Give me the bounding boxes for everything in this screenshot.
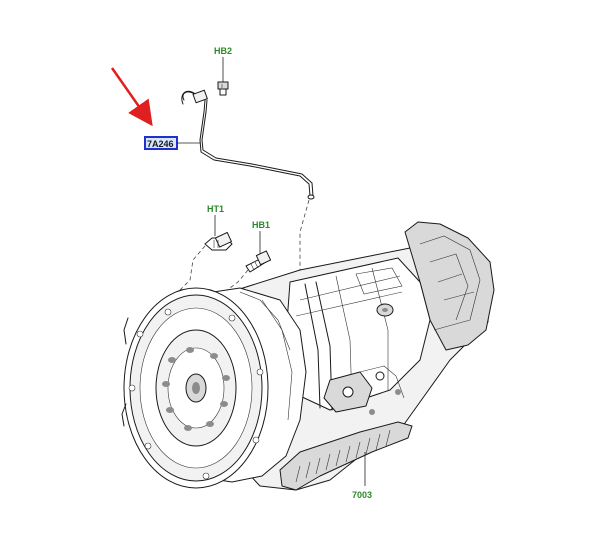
stud-ht1 bbox=[204, 232, 233, 251]
pointer-arrow bbox=[110, 67, 153, 127]
callout-7a246: 7A246 bbox=[147, 139, 174, 149]
vent-tube bbox=[181, 89, 315, 200]
callout-hb2: HB2 bbox=[214, 46, 232, 56]
callout-ht1: HT1 bbox=[207, 204, 224, 214]
transmission-assembly bbox=[121, 221, 495, 491]
bolt-hb1 bbox=[245, 250, 272, 273]
callout-7003: 7003 bbox=[352, 490, 372, 500]
part-label-7a246: 7A246 bbox=[144, 136, 178, 150]
callout-hb1: HB1 bbox=[252, 220, 270, 230]
bolt-hb2 bbox=[217, 81, 229, 96]
